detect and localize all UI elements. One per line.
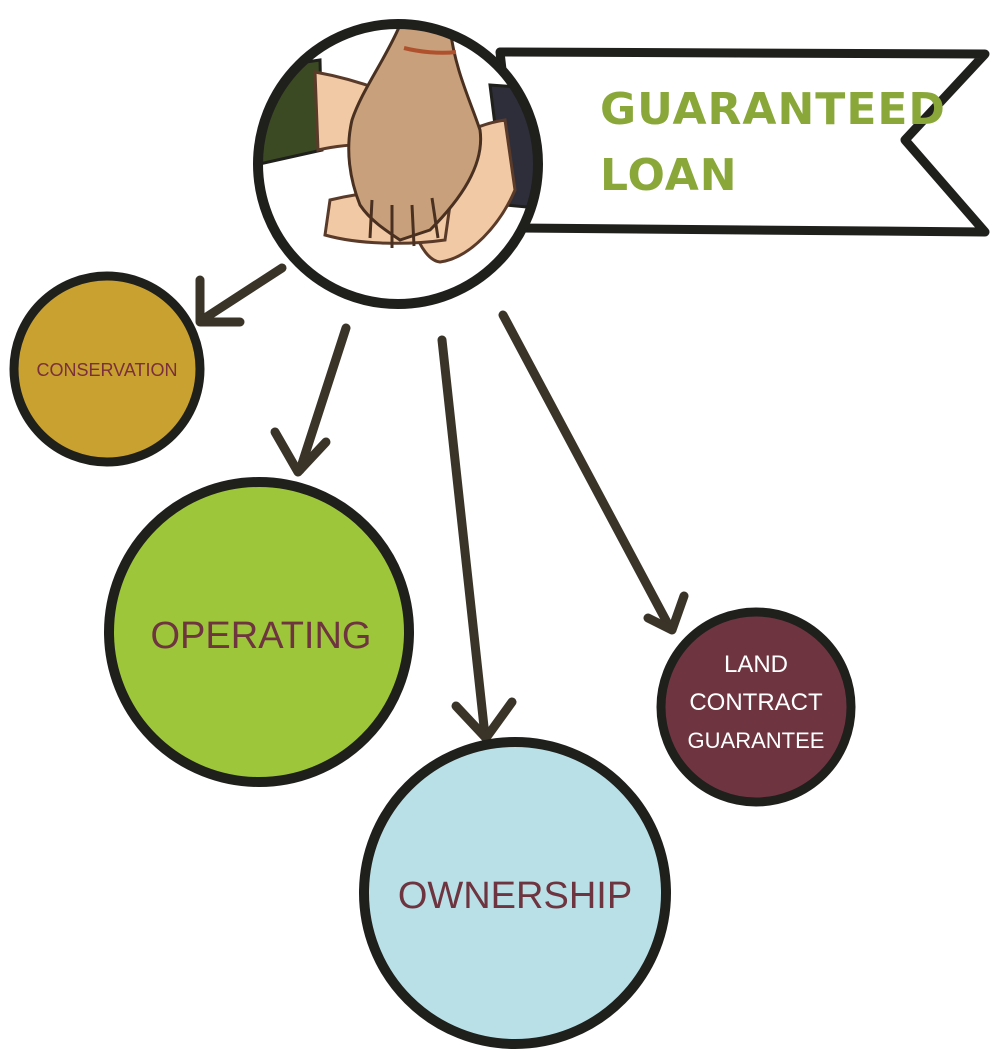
node-ownership: OWNERSHIP [359,737,671,1049]
arrows [195,263,689,743]
hands-circle [253,19,543,309]
arrow-to-land-contract [498,310,689,635]
banner-shape [495,47,990,237]
banner-title-line2: LOAN [600,150,738,201]
conservation-circle [9,271,205,467]
land-contract-circle [656,607,856,807]
node-operating: OPERATING [104,477,414,787]
node-land-contract-guarantee: LAND CONTRACT GUARANTEE [656,607,856,807]
node-conservation: CONSERVATION [9,271,205,467]
land-contract-label-line2: CONTRACT [689,689,823,716]
title-banner: GUARANTEED LOAN [495,47,990,237]
hands-circle-outline [253,19,543,309]
ownership-label: OWNERSHIP [398,875,632,917]
arrow-to-ownership [437,335,517,743]
operating-circle [104,477,414,787]
operating-label: OPERATING [151,615,372,657]
banner-title-line1: GUARANTEED [600,84,946,135]
conservation-label: CONSERVATION [36,360,177,380]
arrow-to-conservation [195,263,287,327]
land-contract-label-line3: GUARANTEE [688,728,825,753]
arrow-to-operating [270,323,351,477]
land-contract-label-line1: LAND [724,651,788,678]
ownership-circle [359,737,671,1049]
